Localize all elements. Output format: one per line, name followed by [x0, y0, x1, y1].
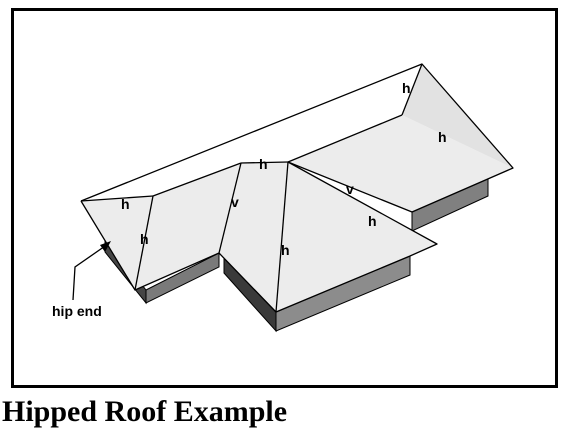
- figure-caption: Hipped Roof Example: [2, 395, 288, 428]
- roof-lines: [80, 63, 514, 313]
- label-right-front-hip: h: [438, 129, 447, 145]
- label-upper-ridge-hip: h: [259, 156, 268, 172]
- roof-right-end-face: [402, 64, 513, 168]
- figure-frame: h h h h h h h v v hip end: [11, 8, 558, 388]
- label-front-wing-right-hip: h: [368, 213, 377, 229]
- label-valley-right: v: [346, 181, 354, 197]
- label-left-hip: h: [121, 196, 130, 212]
- label-back-right-hip: h: [402, 80, 411, 96]
- hip-end-arrowhead: [100, 241, 111, 252]
- label-front-wing-center-hip: h: [281, 242, 290, 258]
- hip-end-label: hip end: [52, 303, 102, 319]
- label-valley-left: v: [231, 194, 239, 210]
- roof-front-wing-face: [219, 162, 437, 312]
- label-left-end-hip: h: [140, 231, 149, 247]
- roof-left-front-face: [135, 163, 241, 290]
- wall-left-front: [145, 252, 220, 304]
- hipped-roof-diagram: h h h h h h h v v hip end: [52, 63, 514, 333]
- roof-left-hip-end-face: [81, 196, 153, 290]
- hip-end-leader: [72, 243, 109, 301]
